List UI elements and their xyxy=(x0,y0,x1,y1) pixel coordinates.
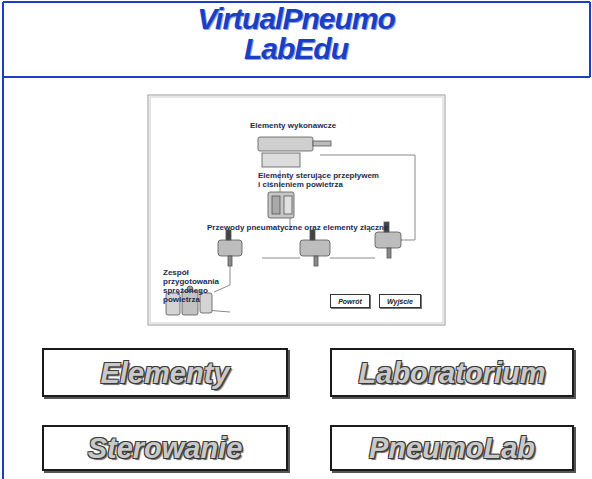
part-label: Elementy wykonawcze xyxy=(250,121,360,130)
button-label: Wyjście xyxy=(387,297,413,306)
button-label: Laboratorium xyxy=(359,357,546,389)
menu-button: PneumoLab xyxy=(330,425,574,471)
button-label: PneumoLab xyxy=(369,432,535,464)
nav-button: Wyjście xyxy=(379,294,421,308)
screenshot-illustration xyxy=(148,95,445,325)
menu-button: Elementy xyxy=(42,348,288,397)
nav-button: Powrót xyxy=(330,294,370,308)
menu-button: Sterowanie xyxy=(42,425,288,471)
menu-button: Laboratorium xyxy=(330,348,574,397)
button-label: Sterowanie xyxy=(88,432,243,464)
part-label: Zespół przygotowania sprężonego powietrz… xyxy=(163,268,241,304)
button-label: Elementy xyxy=(101,357,230,389)
header-border xyxy=(3,2,590,479)
part-label: Elementy sterujące przepływem i ciśnieni… xyxy=(258,171,383,189)
button-label: Powrót xyxy=(338,297,362,306)
part-label: Przewody pneumatyczne oraz elementy złąc… xyxy=(207,223,407,232)
logo-title: VirtualPneumo LabEdu xyxy=(150,4,442,64)
